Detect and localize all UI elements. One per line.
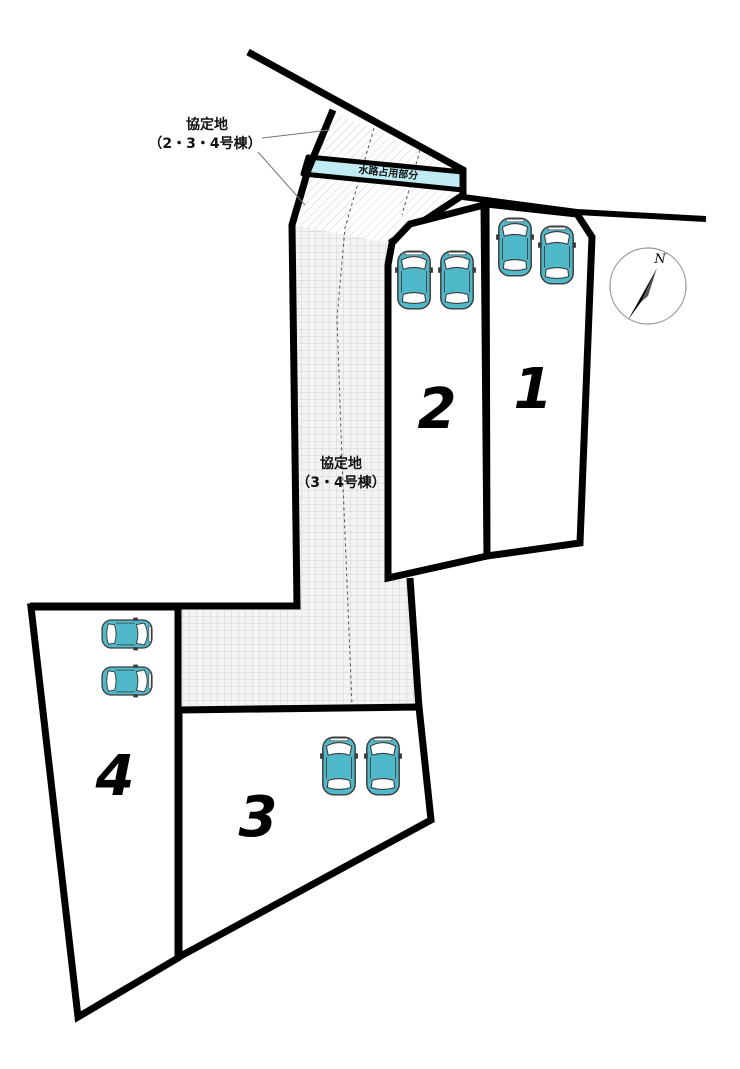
lot-1-boundary bbox=[482, 200, 596, 561]
lot-2-parking-car-1 bbox=[394, 250, 434, 310]
lot-1-number: 1 bbox=[514, 357, 553, 422]
lot-1-parking-car-1 bbox=[495, 217, 535, 277]
shared-land-right-edge bbox=[406, 577, 423, 709]
shared-land-upper-title: 協定地 bbox=[186, 116, 228, 133]
shared-land-divider-line bbox=[401, 149, 421, 216]
lot-4-parking-car-1 bbox=[101, 616, 153, 652]
lot-3-number: 3 bbox=[239, 785, 278, 850]
shared-land-main-lots: （3・4号棟） bbox=[296, 474, 385, 491]
north-arrow-icon bbox=[628, 268, 657, 320]
lot-1-parking-car-2 bbox=[537, 225, 577, 285]
upper-leader-line-1 bbox=[261, 129, 331, 139]
lot-4-parking-car-2 bbox=[101, 663, 153, 699]
lot-2-parking-car-2 bbox=[437, 250, 477, 310]
shared-land-main-area bbox=[181, 225, 419, 708]
lot-2-number: 2 bbox=[418, 377, 457, 442]
shared-land-main-title: 協定地 bbox=[320, 455, 362, 472]
shared-land-boundary bbox=[30, 108, 337, 610]
compass-north-label: N bbox=[653, 252, 666, 267]
lot-4-number: 4 bbox=[95, 744, 135, 809]
compass: N bbox=[609, 247, 687, 325]
shared-land-upper-lots: （2・3・4号棟） bbox=[148, 135, 261, 152]
lot-3-parking-car-1 bbox=[319, 736, 359, 796]
lot-3-parking-car-2 bbox=[363, 736, 403, 796]
upper-leader-line-2 bbox=[257, 151, 306, 206]
lot-4-boundary bbox=[27, 603, 182, 1023]
shared-land-centerline bbox=[336, 127, 375, 706]
